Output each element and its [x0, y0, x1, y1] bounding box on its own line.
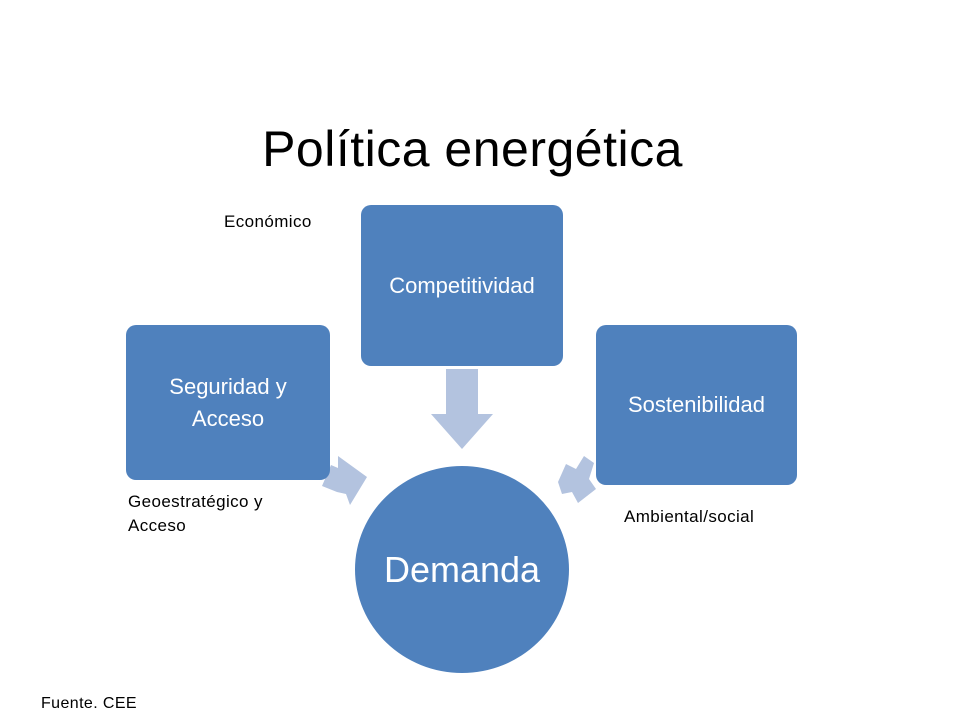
arrow-left-to-center [322, 456, 367, 505]
label-geoestrategico: Geoestratégico y Acceso [128, 492, 263, 535]
node-demanda-label: Demanda [383, 548, 541, 590]
label-economico: Económico [224, 212, 312, 231]
node-competitividad: Competitividad [361, 205, 563, 366]
node-sostenibilidad: Sostenibilidad [596, 325, 797, 485]
source-note: Fuente. CEE [41, 695, 138, 712]
label-ambiental-social: Ambiental/social [624, 507, 755, 526]
node-sostenibilidad-label: Sostenibilidad [628, 392, 765, 417]
node-competitividad-label: Competitividad [389, 272, 535, 298]
node-seguridad-acceso: Seguridad y Acceso [126, 325, 330, 480]
node-seguridad-acceso-label: Seguridad y Acceso [169, 373, 287, 431]
arrow-right-to-center [558, 456, 596, 503]
node-demanda: Demanda [352, 463, 572, 676]
slide-title: Política energética [262, 121, 683, 177]
arrow-top-to-center [431, 369, 493, 449]
